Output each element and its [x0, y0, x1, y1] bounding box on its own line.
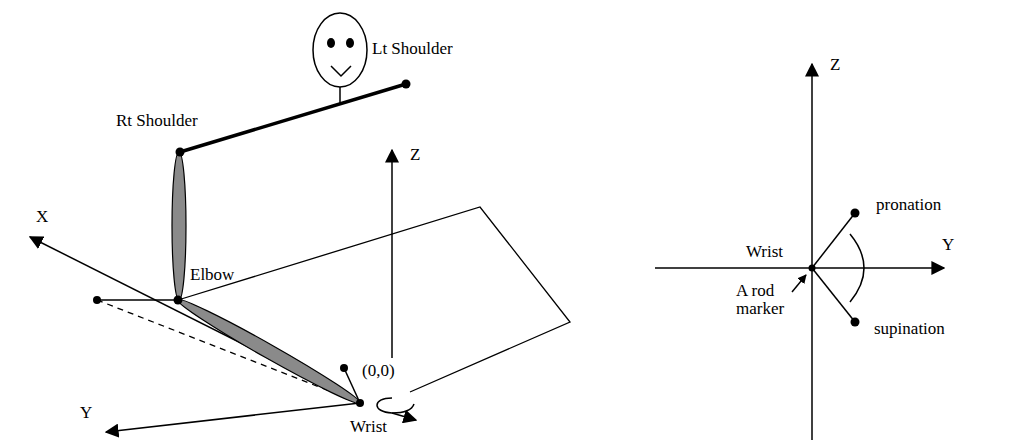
axis-label: Z [830, 56, 840, 74]
y-axis [106, 403, 360, 432]
shoulder-label: Lt Shoulder [372, 40, 453, 58]
shoulder-dot [402, 80, 411, 89]
z-axis [811, 64, 813, 440]
rod-marker [344, 368, 360, 403]
rod-dot [851, 209, 860, 218]
rod-dot [851, 318, 860, 327]
shoulder-dot [176, 148, 185, 157]
axis-label: Y [80, 404, 92, 422]
joint-label: Elbow [190, 266, 234, 284]
z-axis [391, 150, 393, 358]
shoulder-line [180, 84, 406, 152]
projection-line [97, 299, 178, 300]
upper-arm [172, 152, 186, 300]
axis-label: Z [410, 146, 420, 164]
axis-label: X [36, 208, 48, 226]
elbow-dot [174, 296, 183, 305]
rotation-label: supination [874, 320, 945, 338]
axis-label: Y [942, 236, 954, 254]
rotation-arrow [392, 413, 416, 420]
wrist-dot [809, 265, 816, 272]
y-axis [655, 267, 944, 269]
plane [178, 207, 570, 392]
origin-label: (0,0) [362, 362, 395, 380]
marker-label: A rod marker [736, 282, 792, 318]
dot [93, 296, 101, 304]
rotation-arrow [377, 398, 414, 413]
joint-label: Wrist [350, 418, 387, 436]
rod-marker [812, 213, 855, 268]
rod-dot [340, 364, 348, 372]
rotation-arc [850, 234, 864, 302]
rod-marker [812, 268, 855, 322]
leader-arrow [792, 275, 806, 292]
shoulder-label: Rt Shoulder [116, 112, 198, 130]
wrist-dot [356, 399, 364, 407]
forearm [174, 294, 364, 410]
joint-label: Wrist [746, 243, 783, 261]
head [313, 13, 367, 104]
rotation-label: pronation [876, 196, 941, 214]
